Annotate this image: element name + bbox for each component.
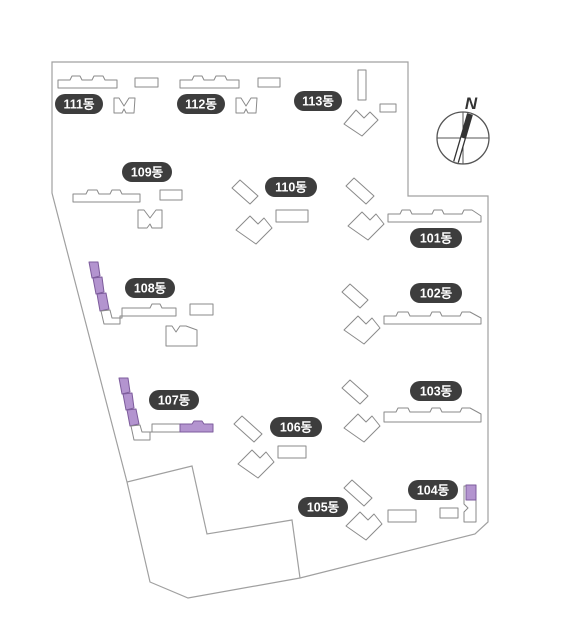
building-103[interactable]: 103동 <box>341 379 482 443</box>
building-113[interactable]: 113동 <box>294 69 397 137</box>
building-106[interactable]: 106동 <box>233 415 322 479</box>
building-label-badge: 102동 <box>410 283 462 303</box>
svg-text:111동: 111동 <box>64 98 95 112</box>
svg-text:106동: 106동 <box>280 421 313 435</box>
building-104[interactable]: 104동 <box>408 480 477 523</box>
building-label-badge: 107동 <box>149 390 199 410</box>
building-110[interactable]: 110동 <box>231 177 317 245</box>
building-label-badge: 110동 <box>265 177 317 197</box>
building-label-badge: 101동 <box>410 228 462 248</box>
svg-text:112동: 112동 <box>185 98 217 112</box>
building-102[interactable]: 102동 <box>341 283 482 345</box>
building-label-badge: 111동 <box>55 94 103 114</box>
building-101[interactable]: 101동 <box>345 177 482 248</box>
building-108[interactable]: 108동 <box>88 261 214 347</box>
compass: N <box>436 94 490 165</box>
building-label-badge: 105동 <box>298 497 348 517</box>
svg-text:108동: 108동 <box>134 282 167 296</box>
building-105[interactable]: 105동 <box>298 479 417 541</box>
building-112[interactable]: 112동 <box>177 75 281 114</box>
building-109[interactable]: 109동 <box>72 162 183 229</box>
svg-text:109동: 109동 <box>131 166 164 180</box>
svg-text:102동: 102동 <box>420 287 453 301</box>
building-label-badge: 106동 <box>270 417 322 437</box>
building-label-badge: 108동 <box>125 278 175 298</box>
site-boundary <box>51 61 489 599</box>
svg-text:110동: 110동 <box>275 181 307 195</box>
svg-text:105동: 105동 <box>307 501 340 515</box>
building-label-badge: 103동 <box>410 381 462 401</box>
svg-text:101동: 101동 <box>420 232 453 246</box>
svg-text:104동: 104동 <box>417 484 450 498</box>
building-107[interactable]: 107동 <box>118 377 214 441</box>
north-label: N <box>465 94 478 113</box>
building-label-badge: 109동 <box>122 162 172 182</box>
svg-text:107동: 107동 <box>158 394 191 408</box>
building-label-badge: 112동 <box>177 94 225 114</box>
svg-text:113동: 113동 <box>302 95 334 109</box>
parcel-line <box>126 465 301 579</box>
building-label-badge: 113동 <box>294 91 342 111</box>
building-label-badge: 104동 <box>408 480 458 500</box>
svg-text:103동: 103동 <box>420 385 453 399</box>
building-111[interactable]: 111동 <box>55 75 159 114</box>
